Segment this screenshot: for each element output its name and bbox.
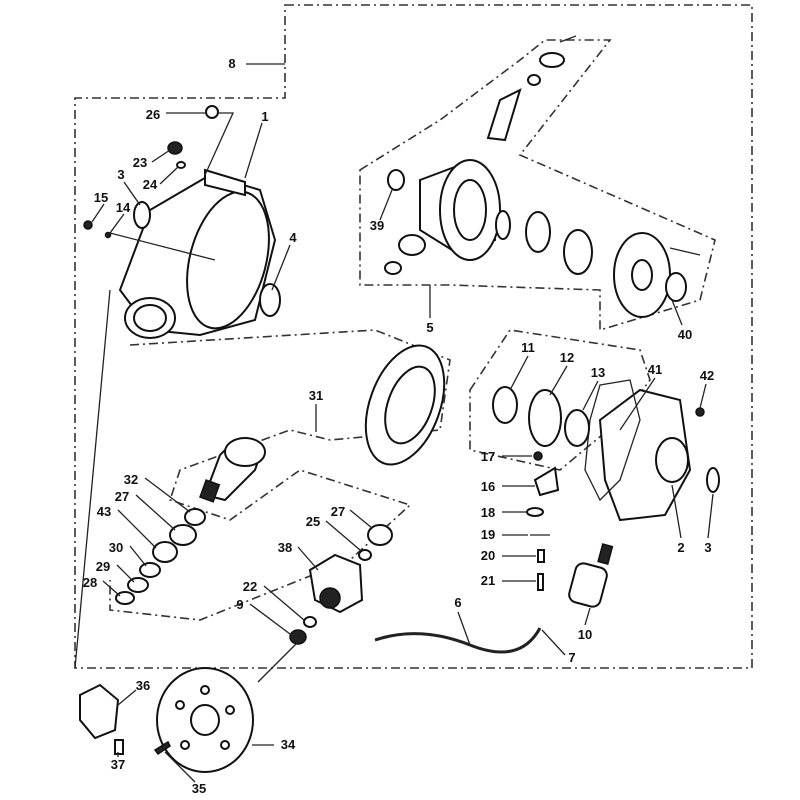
part-34-disc: [156, 667, 254, 773]
callout-42: 42: [700, 368, 714, 383]
callout-4: 4: [289, 230, 297, 245]
group-boundary-31: [109, 329, 451, 621]
leader-lines: [74, 63, 714, 783]
callout-34: 34: [281, 737, 296, 752]
callout-7: 7: [568, 650, 575, 665]
part-36-bracket: [79, 683, 120, 740]
callout-25: 25: [306, 514, 320, 529]
callout-21: 21: [481, 573, 495, 588]
callout-16: 16: [481, 479, 495, 494]
callout-22: 22: [243, 579, 257, 594]
ring-gear: [364, 344, 446, 466]
part-37-bolt: [114, 739, 124, 755]
part-14-pin: [104, 231, 112, 239]
callout-9: 9: [236, 597, 243, 612]
part-24-washer: [176, 161, 186, 169]
callout-32: 32: [124, 472, 138, 487]
callout-15: 15: [94, 190, 108, 205]
callout-18: 18: [481, 505, 495, 520]
callout-41: 41: [648, 362, 662, 377]
part-4-seal: [259, 283, 281, 317]
callout-28: 28: [83, 575, 97, 590]
callout-35: 35: [192, 781, 206, 796]
callout-3: 3: [117, 167, 124, 182]
differential-assembly: [384, 35, 701, 318]
callout-19: 19: [481, 527, 495, 542]
pinion-shims-bearings: [115, 508, 206, 605]
gear-case-housing: [118, 168, 277, 339]
actuator-10: [568, 543, 614, 608]
shift-parts-16-21: [526, 451, 560, 591]
group-boundary-5: [359, 39, 716, 332]
callout-40: 40: [678, 327, 692, 342]
callout-37: 37: [111, 757, 125, 772]
callout-36: 36: [136, 678, 150, 693]
part-3-seal: [133, 201, 151, 229]
callout-2: 2: [677, 540, 684, 555]
callout-10: 10: [578, 627, 592, 642]
callout-8: 8: [228, 56, 235, 71]
callout-31: 31: [309, 388, 323, 403]
callout-27: 27: [331, 504, 345, 519]
callout-14: 14: [116, 200, 131, 215]
side-cover: [584, 379, 720, 522]
callout-23: 23: [133, 155, 147, 170]
callout-6: 6: [454, 595, 461, 610]
callout-39: 39: [370, 218, 384, 233]
callout-43: 43: [97, 504, 111, 519]
callout-20: 20: [481, 548, 495, 563]
callout-12: 12: [560, 350, 574, 365]
callout-38: 38: [278, 540, 292, 555]
callout-3: 3: [704, 540, 711, 555]
bearing-housing: [289, 524, 393, 645]
callout-27: 27: [115, 489, 129, 504]
callout-13: 13: [591, 365, 605, 380]
pinion-gear: [199, 437, 266, 503]
callout-17: 17: [481, 449, 495, 464]
cable-6: [374, 627, 542, 654]
callout-26: 26: [146, 107, 160, 122]
callout-5: 5: [426, 320, 433, 335]
callout-30: 30: [109, 540, 123, 555]
assembly-boundary-8: [74, 4, 753, 669]
part-15-bolt: [83, 220, 93, 230]
callout-11: 11: [521, 340, 535, 355]
callout-24: 24: [143, 177, 158, 192]
part-23-plug: [167, 141, 183, 155]
bearings-11-13: [492, 386, 590, 447]
callout-1: 1: [261, 109, 268, 124]
part-35-bolt: [153, 740, 171, 756]
part-26-bolt: [205, 105, 219, 119]
callout-29: 29: [96, 559, 110, 574]
